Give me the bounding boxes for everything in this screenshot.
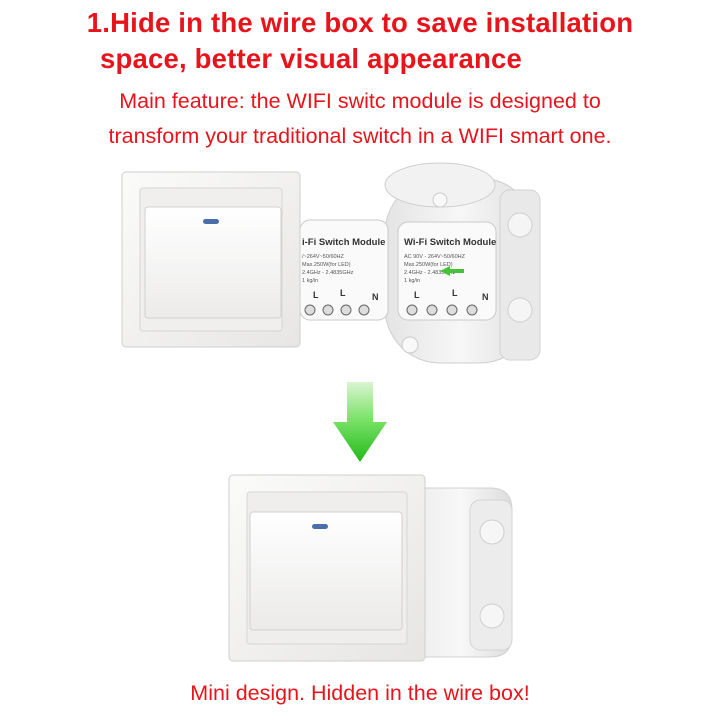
module-left-terminal-n: N	[372, 292, 379, 302]
green-arrow-icon	[440, 266, 464, 276]
module-left-spec-1: /~264V~50/60HZ	[302, 254, 345, 260]
exploded-installation-illustration: Wi-Fi Switch Module AC 90V - 264V~50/60H…	[121, 162, 541, 364]
module-left-spec-3: 2.4GHz - 2.4835GHz	[302, 270, 354, 276]
wall-switch-installed	[228, 474, 426, 662]
wifi-module-left: i-Fi Switch Module /~264V~50/60HZ Max.25…	[299, 219, 389, 321]
feature-line-1: Main feature: the WIFI switc module is d…	[119, 89, 601, 113]
module-left-terminal-l: L	[313, 290, 319, 300]
wall-switch-top	[121, 171, 301, 348]
down-arrow-icon	[333, 382, 387, 462]
caption: Mini design. Hidden in the wire box!	[190, 681, 530, 705]
module-left-terminal-l2: L	[340, 288, 346, 298]
wifi-module-right: Wi-Fi Switch Module AC 90V - 264V~50/60H…	[397, 221, 497, 321]
wire-box-installed	[409, 487, 513, 658]
module-right-spec-3: 2.4GHz - 2.4835GHz	[404, 270, 456, 276]
module-left-title: i-Fi Switch Module	[302, 237, 385, 248]
module-right-title: Wi-Fi Switch Module	[404, 237, 496, 248]
module-right-terminal-n: N	[482, 292, 489, 302]
module-right-terminal-l2: L	[452, 288, 458, 298]
installed-switch-illustration	[228, 474, 513, 662]
indicator-led-icon	[312, 524, 328, 529]
module-right-spec-2: Max.250W(for LED)	[404, 262, 453, 268]
feature-line-2: transform your traditional switch in a W…	[108, 124, 612, 148]
module-right-spec-1: AC 90V - 264V~50/60HZ	[404, 254, 466, 260]
indicator-led-icon	[203, 219, 219, 224]
module-right-spec-4: 1 kg/in	[404, 278, 420, 284]
module-left-spec-4: 1 kg/in	[302, 278, 318, 284]
headline-line-2: space, better visual appearance	[100, 43, 522, 74]
module-right-terminal-l: L	[414, 290, 420, 300]
module-left-spec-2: Max.250W(for LED)	[302, 262, 351, 268]
headline-line-1: 1.Hide in the wire box to save installat…	[86, 7, 634, 38]
